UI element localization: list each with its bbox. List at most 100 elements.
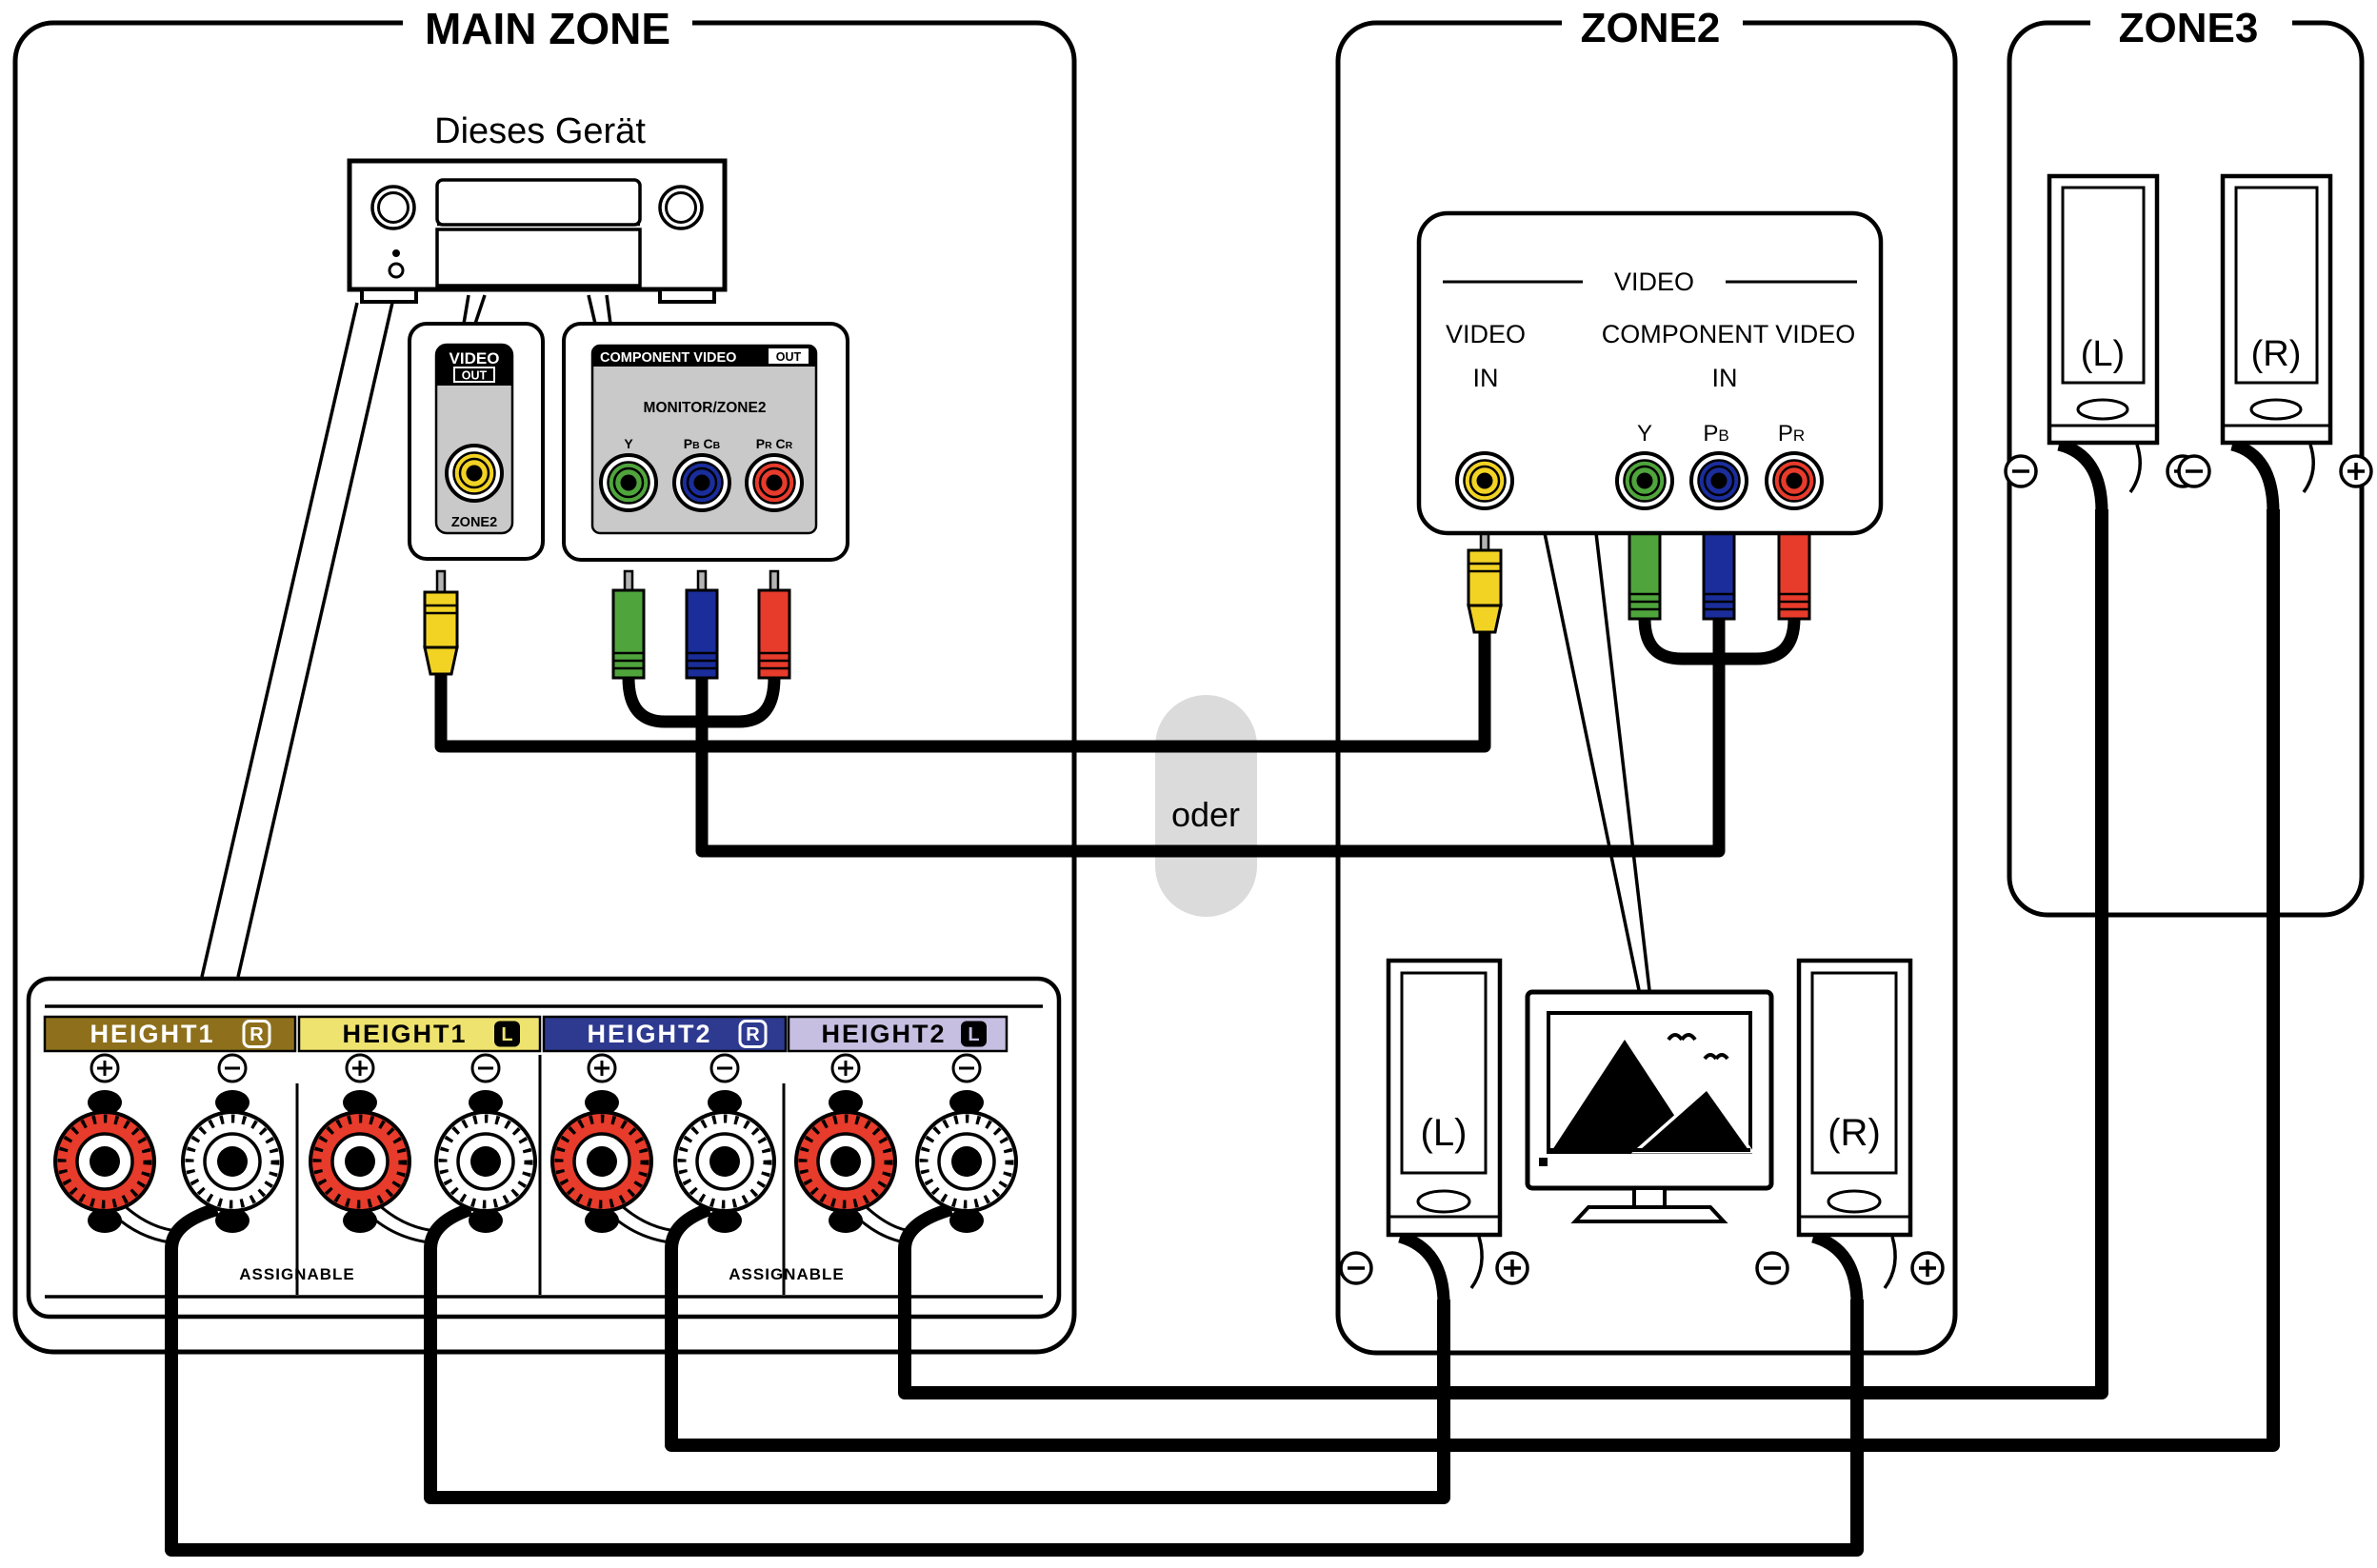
zone2-component-in-sub: IN [1712,364,1738,392]
or-pill: oder [1155,695,1257,917]
zone2-jack-label-pr: PR [1778,421,1805,447]
zone3-title: ZONE3 [2119,5,2259,51]
zone2-jack-label-y: Y [1637,421,1652,447]
zone3-title-bg [2090,2,2292,50]
video-out-header: VIDEO [449,349,500,367]
zone2-jack-green [1615,451,1674,510]
speaker-port [2249,398,2303,421]
plus-icon [1495,1251,1529,1285]
receiver-knob-right [658,185,704,230]
video-out-panel: VIDEO OUT ZONE2 [408,322,545,561]
video-out-jack-label: ZONE2 [451,515,497,530]
badge-l [494,1021,520,1047]
device-label: Dieses Gerät [434,111,646,151]
svg-text:L: L [968,1024,979,1045]
zone2-panel-header: VIDEO [1614,268,1694,296]
zone2-title-bg [1562,2,1743,50]
cable-height2-r [665,509,2280,1452]
video-out-badge: OUT [462,369,488,383]
zone2-video-in-sub: IN [1473,364,1499,392]
zone2-jack-red [1765,451,1824,510]
leader-lines-main [200,294,612,978]
out-badge-box [453,367,495,383]
component-out-badge: OUT [776,350,802,364]
monitor-zone2-label: MONITOR/ZONE2 [644,400,767,416]
tv-stand-neck [1632,1186,1667,1209]
plus-icon [587,1053,617,1083]
zone2-jack-blue [1689,451,1748,510]
minus-icon [951,1053,982,1083]
svg-text:HEIGHT2: HEIGHT2 [587,1020,711,1048]
svg-text:L: L [501,1024,512,1045]
plus-icon [1910,1251,1945,1285]
assignable-label-left: ASSIGNABLE [239,1265,354,1283]
minus-icon [2177,454,2211,488]
composite-video-cable [434,626,1491,753]
cable-height2-l [898,509,2108,1399]
jack-label-pr-cr: PR CR [756,436,793,451]
video-out-jack-yellow [445,444,504,503]
svg-text:HEIGHT1: HEIGHT1 [90,1020,214,1048]
main-zone-title: MAIN ZONE [425,4,670,53]
plus-icon [90,1053,120,1083]
speaker-terminal-panel: HEIGHT1 R HEIGHT1 L HEIGHT2 R HEIGHT2 L [26,976,1062,1320]
zone2-title: ZONE2 [1581,5,1721,51]
jack-label-pb-cb: PB CB [684,436,721,451]
zone2-speaker-right: (R) [1755,958,1945,1305]
minus-icon [709,1053,740,1083]
zone2-tv [1525,989,1774,1223]
jack-label-y: Y [624,436,633,451]
speaker-port [2076,398,2129,421]
zone2-video-panel: VIDEO VIDEO IN COMPONENT VIDEO IN Y PB P… [1416,210,1884,536]
svg-text:(L): (L) [1421,1112,1468,1154]
plus-icon [830,1053,861,1083]
svg-text:R: R [250,1024,264,1045]
minus-icon [1339,1251,1373,1285]
minus-icon [217,1053,248,1083]
svg-text:(R): (R) [2251,334,2302,374]
cable-height1-l [424,1202,1450,1504]
zone2-video-in-label: VIDEO [1446,320,1526,348]
svg-text:(L): (L) [2081,334,2125,374]
cable-height1-r [165,1202,1864,1557]
receiver-led [392,249,400,257]
receiver-foot-left [360,288,418,304]
receiver-knob-left [370,185,416,230]
receiver: Dieses Gerät [347,111,728,304]
main-zone-title-bg [403,2,692,51]
height1-r-bar: HEIGHT1 R [43,1015,297,1053]
leader-lines-zone2-tv [1543,532,1651,991]
zone2-jack-yellow [1455,451,1514,510]
badge-l [961,1021,987,1047]
zone3-speaker-right: (R) [2177,173,2373,513]
component-out-badge-box [769,348,809,364]
svg-text:(R): (R) [1828,1112,1881,1154]
plus-icon [2339,454,2373,488]
speaker-port [1416,1189,1471,1214]
receiver-foot-right [658,288,716,304]
bird-icon [1667,1033,1697,1042]
zone3-speaker-left: (L) [2004,173,2200,513]
speaker-cables [165,509,2280,1557]
height2-r-bar: HEIGHT2 R [542,1015,788,1053]
component-video-cable [695,657,1726,858]
svg-text:R: R [746,1024,760,1045]
component-jack-green [599,453,658,512]
component-jack-red [745,453,804,512]
component-jack-blue [672,453,731,512]
badge-r [242,1020,271,1048]
minus-icon [470,1053,501,1083]
minus-icon [2004,454,2038,488]
svg-text:HEIGHT2: HEIGHT2 [821,1020,946,1048]
tv-indicator [1539,1158,1548,1166]
zone2-jack-label-pb: PB [1703,421,1728,447]
video-cables [434,618,1801,858]
zone2-speaker-left: (L) [1339,958,1529,1305]
svg-text:HEIGHT1: HEIGHT1 [342,1020,467,1048]
minus-icon [1755,1251,1789,1285]
assignable-label-right: ASSIGNABLE [729,1265,844,1283]
bird-icon [1703,1053,1729,1061]
component-out-panel: COMPONENT VIDEO OUT MONITOR/ZONE2 Y PB C… [562,322,849,562]
mountain-icon [1552,1040,1697,1150]
